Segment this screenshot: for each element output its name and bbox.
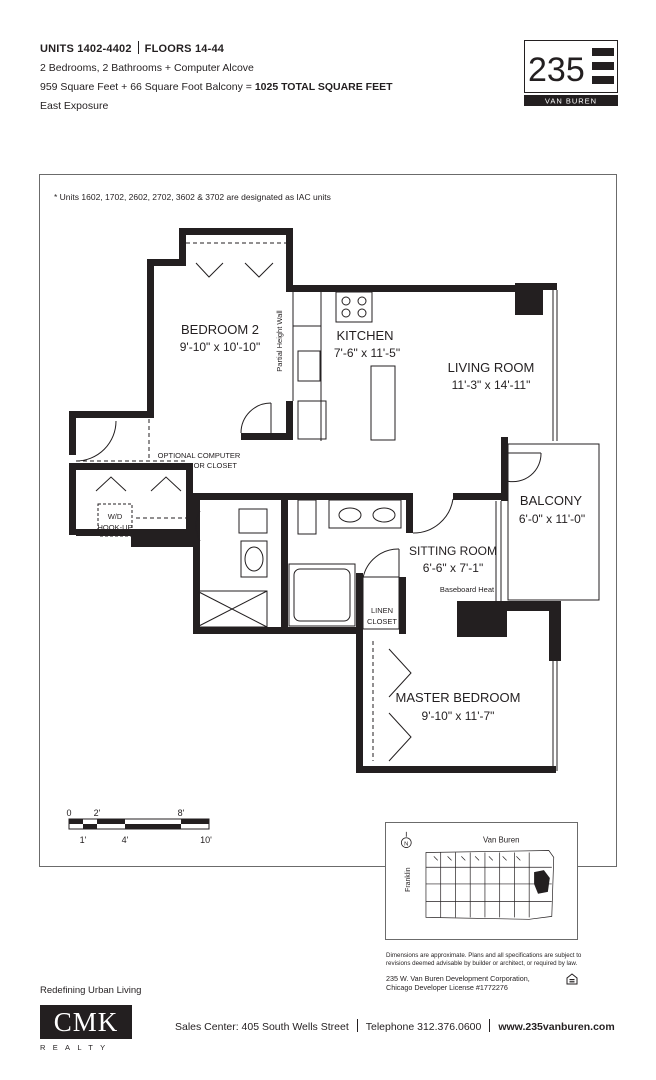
floors-range: FLOORS 14-44: [144, 43, 225, 55]
floor-plan-frame: BEDROOM 2 9'-10" x 10'-10" KITCHEN 7'-6"…: [39, 174, 617, 867]
baseboard-label: Baseboard Heat: [440, 585, 495, 594]
developer-info: 235 W. Van Buren Development Corporation…: [386, 974, 530, 992]
sqft-total: 1025 TOTAL SQUARE FEET: [254, 81, 393, 93]
developer-corp: 235 W. Van Buren Development Corporation…: [386, 974, 530, 983]
room-dims: 6'-0" x 11'-0": [519, 512, 585, 526]
units-range: UNITS 1402-4402: [40, 43, 132, 55]
wd-label: W/D: [108, 512, 123, 521]
alcove-label: OPTIONAL COMPUTER: [158, 451, 241, 460]
tagline: Redefining Urban Living: [40, 985, 142, 996]
equal-housing-icon: [566, 973, 578, 985]
thin-lines: [75, 242, 600, 771]
logo-name: VAN BUREN: [545, 97, 597, 106]
room-name: KITCHEN: [336, 328, 393, 343]
scale-tick: 0: [66, 808, 71, 818]
cmk-logo: CMK: [40, 1005, 132, 1039]
disclaimer-line: revisions deemed advisable by builder or…: [386, 960, 578, 967]
room-name: SITTING ROOM: [409, 544, 497, 558]
room-dims: 6'-6" x 7'-1": [423, 561, 483, 575]
footer-divider: [489, 1019, 491, 1032]
north-label: N: [404, 842, 408, 848]
alcove-label: ALCOVE OR CLOSET: [161, 461, 237, 470]
iac-units-note: * Units 1602, 1702, 2602, 2702, 3602 & 3…: [54, 192, 331, 202]
scale-tick: 2': [94, 808, 101, 818]
units-floors-line: UNITS 1402-4402 FLOORS 14-44: [40, 40, 393, 59]
thick-walls: [69, 228, 561, 773]
street-van-buren: Van Buren: [483, 836, 520, 845]
room-dims: 7'-6" x 11'-5": [334, 346, 400, 360]
room-dims: 11'-3" x 14'-11": [452, 378, 531, 392]
unit-header: UNITS 1402-4402 FLOORS 14-44 2 Bedrooms, …: [40, 40, 393, 116]
linen-label: CLOSET: [367, 617, 397, 626]
footer-divider: [356, 1019, 358, 1032]
square-footage: 959 Square Feet + 66 Square Foot Balcony…: [40, 78, 393, 97]
building-outline: [425, 850, 555, 920]
telephone: Telephone 312.376.0600: [365, 1021, 482, 1033]
wd-label: HOOK-UP: [97, 523, 132, 532]
scale-tick: 1': [80, 835, 87, 845]
scale-tick: 8': [178, 808, 185, 818]
room-name: MASTER BEDROOM: [396, 690, 521, 705]
street-franklin: Franklin: [405, 867, 412, 892]
scale-bar: [68, 818, 210, 830]
logo-number: 235: [528, 51, 585, 89]
website-link[interactable]: www.235vanburen.com: [498, 1021, 615, 1033]
site-key-map: Van Buren Franklin N: [385, 822, 578, 940]
room-dims: 9'-10" x 10'-10": [180, 340, 260, 354]
developer-license: Chicago Developer License #1772276: [386, 983, 508, 992]
van-buren-logo: 235 VAN BUREN: [524, 40, 618, 106]
unit-location-marker: [534, 870, 550, 894]
sales-center: Sales Center: 405 South Wells Street: [175, 1021, 349, 1033]
rooms-summary: 2 Bedrooms, 2 Bathrooms + Computer Alcov…: [40, 62, 254, 74]
room-dims: 9'-10" x 11'-7": [422, 709, 495, 723]
room-name: BALCONY: [520, 493, 582, 508]
partial-wall-label: Partial Height Wall: [275, 310, 284, 372]
linen-label: LINEN: [371, 606, 393, 615]
floor-plan: BEDROOM 2 9'-10" x 10'-10" KITCHEN 7'-6"…: [66, 228, 600, 845]
cmk-logo-sub: REALTY: [40, 1043, 113, 1052]
disclaimer-line: Dimensions are approximate. Plans and al…: [386, 952, 582, 959]
disclaimer: Dimensions are approximate. Plans and al…: [386, 952, 616, 968]
room-name: LIVING ROOM: [448, 360, 535, 375]
scale-tick: 10': [200, 835, 212, 845]
sqft-breakdown: 959 Square Feet + 66 Square Foot Balcony…: [40, 81, 255, 93]
contact-footer: Sales Center: 405 South Wells Street Tele…: [175, 1019, 615, 1033]
header-divider: [137, 41, 139, 54]
north-arrow-icon: [400, 837, 412, 848]
room-name: BEDROOM 2: [181, 322, 259, 337]
scale-tick: 4': [122, 835, 129, 845]
exposure: East Exposure: [40, 100, 109, 112]
